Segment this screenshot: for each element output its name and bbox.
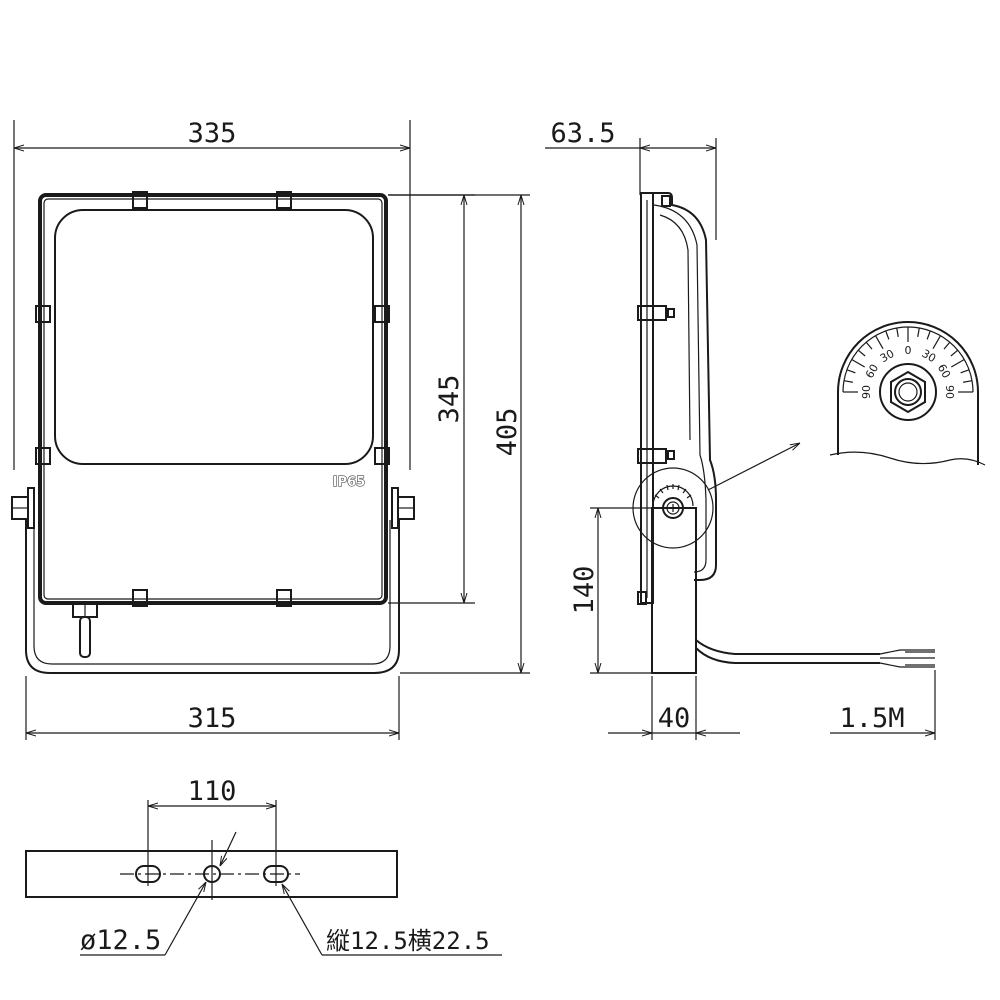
dim-335: 335 xyxy=(13,118,411,470)
dim-140-label: 140 xyxy=(569,566,600,615)
ip-rating-badge: IP65 xyxy=(333,475,365,490)
leader-round-hole: ø12.5 xyxy=(80,831,237,956)
scale-tick xyxy=(846,369,856,374)
scale-label: 0 xyxy=(905,344,912,357)
scale-tick xyxy=(951,358,965,368)
scale-label: 90 xyxy=(943,385,956,399)
tilt-knob xyxy=(879,363,937,421)
detail-leader xyxy=(707,443,800,491)
power-cable xyxy=(695,639,935,668)
dim-345: 345 xyxy=(388,194,475,604)
scale-tick xyxy=(843,380,853,383)
scale-tick xyxy=(943,341,951,350)
dim-140: 140 xyxy=(569,507,660,674)
leader-slot-hole: 縦12.5横22.5 xyxy=(282,884,502,956)
u-bracket xyxy=(25,520,400,674)
lens-panel xyxy=(54,209,374,465)
scale-tick xyxy=(874,335,884,349)
dim-110: 110 xyxy=(147,776,277,862)
dim-315: 315 xyxy=(25,676,400,740)
scale-tick xyxy=(950,349,959,357)
dim-110-label: 110 xyxy=(188,776,237,807)
dim-405: 405 xyxy=(388,194,530,674)
hole-slot-label: 縦12.5横22.5 xyxy=(326,927,490,955)
dim-345-label: 345 xyxy=(434,375,465,424)
dim-1-5m-label: 1.5M xyxy=(839,703,904,734)
scale-label: 30 xyxy=(878,347,897,365)
scale-tick xyxy=(917,327,920,337)
fixture-frame xyxy=(38,193,388,605)
scale-tick xyxy=(851,358,865,368)
scale-tick xyxy=(896,327,899,337)
hole-round-label: ø12.5 xyxy=(80,925,161,956)
dim-63-5-label: 63.5 xyxy=(550,118,615,149)
dim-63-5: 63.5 xyxy=(545,118,717,240)
dim-405-label: 405 xyxy=(492,408,523,457)
front-view: 335 IP65 xyxy=(11,118,530,740)
scale-tick xyxy=(963,380,973,383)
scale-tick xyxy=(885,330,890,340)
dim-1-5m: 1.5M xyxy=(830,670,936,740)
scale-ticks xyxy=(843,327,973,393)
mount-bracket-side xyxy=(651,507,697,674)
side-bolts xyxy=(11,487,415,529)
dim-40-label: 40 xyxy=(658,703,691,734)
scale-tick xyxy=(960,369,970,374)
scale-tick xyxy=(865,341,873,350)
housing-profile xyxy=(641,192,717,581)
scale-label: 90 xyxy=(860,385,873,399)
side-view: 63.5 xyxy=(545,118,936,740)
scale-tick xyxy=(932,335,942,349)
cable-gland xyxy=(72,602,98,658)
dim-335-label: 335 xyxy=(188,118,237,149)
dim-315-label: 315 xyxy=(188,703,237,734)
scale-tick xyxy=(926,330,931,340)
scale-label: 60 xyxy=(863,362,881,381)
frame-clips xyxy=(35,191,390,607)
bracket-plan-view: 110 ø12.5 縦12.5横22.5 xyxy=(25,776,502,956)
scale-tick xyxy=(857,349,866,357)
pivot-knob xyxy=(652,484,694,519)
dim-40: 40 xyxy=(608,676,740,740)
scale-label: 60 xyxy=(935,362,953,381)
scale-label: 30 xyxy=(919,347,938,365)
